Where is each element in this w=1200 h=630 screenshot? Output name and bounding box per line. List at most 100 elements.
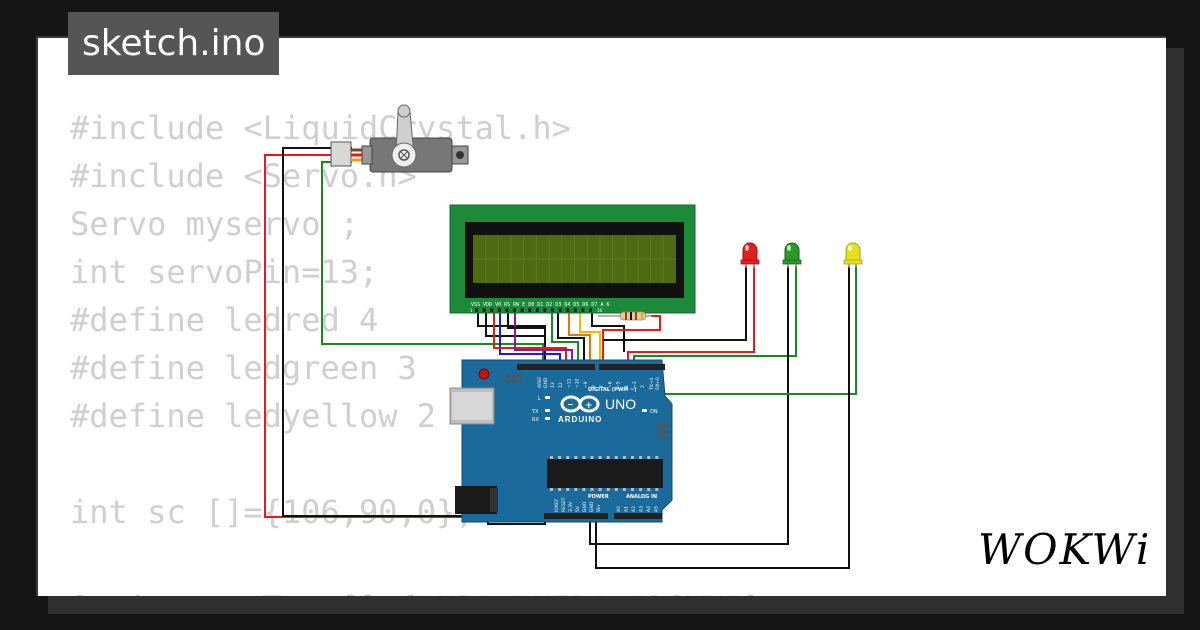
digital-pin-label: ~5 — [616, 381, 622, 388]
analog-header — [614, 513, 662, 519]
power-pin-label: 5V — [575, 505, 581, 512]
digital-pin-label: 4 — [624, 385, 630, 388]
servo-motor — [330, 104, 469, 173]
chip-pins — [550, 456, 659, 491]
arduino-model: UNO — [605, 396, 636, 412]
chip-pin — [639, 456, 643, 459]
lcd-char-grid — [473, 235, 676, 283]
lcd-pin — [528, 308, 532, 312]
lcd-pin — [543, 308, 547, 312]
on-label: ON — [650, 409, 658, 415]
power-pin-label: GND — [582, 501, 588, 512]
digital-pin-label: ~10 — [575, 378, 581, 388]
digital-pin-label: 8 — [591, 385, 597, 388]
wire-red-resistor — [602, 315, 661, 366]
wire-black-lcd-2 — [485, 310, 545, 337]
led-red — [740, 242, 760, 268]
wire-black-lcd-1 — [477, 310, 546, 368]
chip-pin — [582, 456, 586, 459]
digital-pin-label: ~11 — [566, 378, 572, 388]
lcd-display: VSS VDD V0 RS RW E D0 D1 D2 D3 D4 D5 D6 … — [449, 204, 696, 314]
power-pin-label: 3.3V — [568, 501, 574, 512]
power-label: POWER — [588, 494, 609, 500]
code-line: #define ledgreen 3 — [70, 349, 417, 387]
servo-connector — [330, 141, 352, 167]
chip-pin — [647, 456, 651, 459]
chip-pin — [655, 488, 659, 491]
arduino-logo-mark — [560, 395, 600, 413]
digital-pin-label: ~3 — [632, 381, 638, 388]
tx-led — [545, 409, 550, 412]
chip-pin — [606, 456, 610, 459]
chip-pin — [590, 488, 594, 491]
led-yellow — [843, 242, 863, 268]
wire-black-led-green — [589, 266, 789, 545]
svg-text:+: + — [585, 401, 593, 411]
digital-pin-label: ~9 — [583, 381, 589, 388]
lcd-pin — [589, 308, 592, 312]
lcd-pin — [490, 308, 494, 312]
code-line: #include <Servo.h> — [70, 157, 417, 195]
lcd-pin — [566, 308, 570, 312]
chip-pin — [566, 488, 570, 491]
chip-pin — [550, 456, 553, 459]
gnd-label: GND — [543, 377, 549, 388]
chip-pin — [574, 488, 578, 491]
lcd-pin-first: 1 — [470, 308, 473, 313]
lcd-pin — [573, 308, 577, 312]
power-header — [544, 513, 608, 519]
wire-black-lcd-4 — [557, 310, 585, 366]
wires — [264, 147, 857, 569]
chip-pin — [550, 488, 553, 491]
l-led — [545, 396, 550, 399]
chip-pin — [606, 488, 610, 491]
digital-pin-label: 7 — [599, 385, 605, 388]
analog-pin-label: A3 — [639, 506, 645, 512]
chip-pin — [582, 488, 586, 491]
lcd-pin — [551, 308, 554, 312]
rx-led — [545, 417, 550, 420]
chip-pin — [622, 456, 626, 459]
digital-pin-label: ~6 — [607, 381, 613, 388]
analog-pin-label: A0 — [616, 506, 622, 512]
wire-black-led-yellow — [595, 266, 850, 569]
code-line: int servoPin=13; — [70, 253, 379, 291]
lcd-pin — [505, 308, 509, 312]
lcd-pin — [497, 308, 501, 312]
icsp-header-right — [657, 424, 667, 440]
arduino-uno: − + UNO ARDUINO DIGITAL (PWM ~) POWER AN… — [449, 359, 673, 523]
digital-header-right — [599, 364, 665, 370]
lcd-pin-last: 16 — [597, 308, 603, 313]
rx-label: RX — [532, 417, 539, 423]
chip-pin — [590, 456, 594, 459]
arduino-brand: ARDUINO — [558, 415, 602, 424]
lcd-pin-labels: VSS VDD V0 RS RW E D0 D1 D2 D3 D4 D5 D6 … — [471, 302, 609, 308]
wire-black-lcd-3 — [507, 310, 545, 329]
on-led — [642, 409, 647, 412]
lcd-pin — [520, 308, 524, 312]
wire-red-led — [627, 266, 755, 366]
chip-pin — [558, 488, 562, 491]
chip-pin — [598, 456, 602, 459]
chip-pin — [647, 488, 651, 491]
analog-pin-label: A4 — [646, 506, 652, 512]
code-line: #define ledred 4 — [70, 301, 379, 339]
chip-pin — [598, 488, 602, 491]
power-pin-label: Vin — [596, 505, 602, 512]
wire-green-lcd-a — [551, 310, 579, 366]
wire-purple-lcd — [514, 310, 573, 366]
chip-pin — [631, 488, 634, 491]
chip-pin — [655, 456, 659, 459]
digital-header-left — [517, 364, 595, 370]
wire-black-led-red — [603, 266, 747, 341]
tx-label: TX — [531, 409, 539, 415]
file-tab[interactable]: sketch.ino — [68, 12, 280, 75]
wire-red-lcd — [493, 310, 567, 366]
code-line: #define ledyellow 2 — [70, 397, 437, 435]
code-line: int sc []={106,90,0}; — [70, 493, 475, 531]
analog-pin-label: A5 — [654, 506, 660, 512]
